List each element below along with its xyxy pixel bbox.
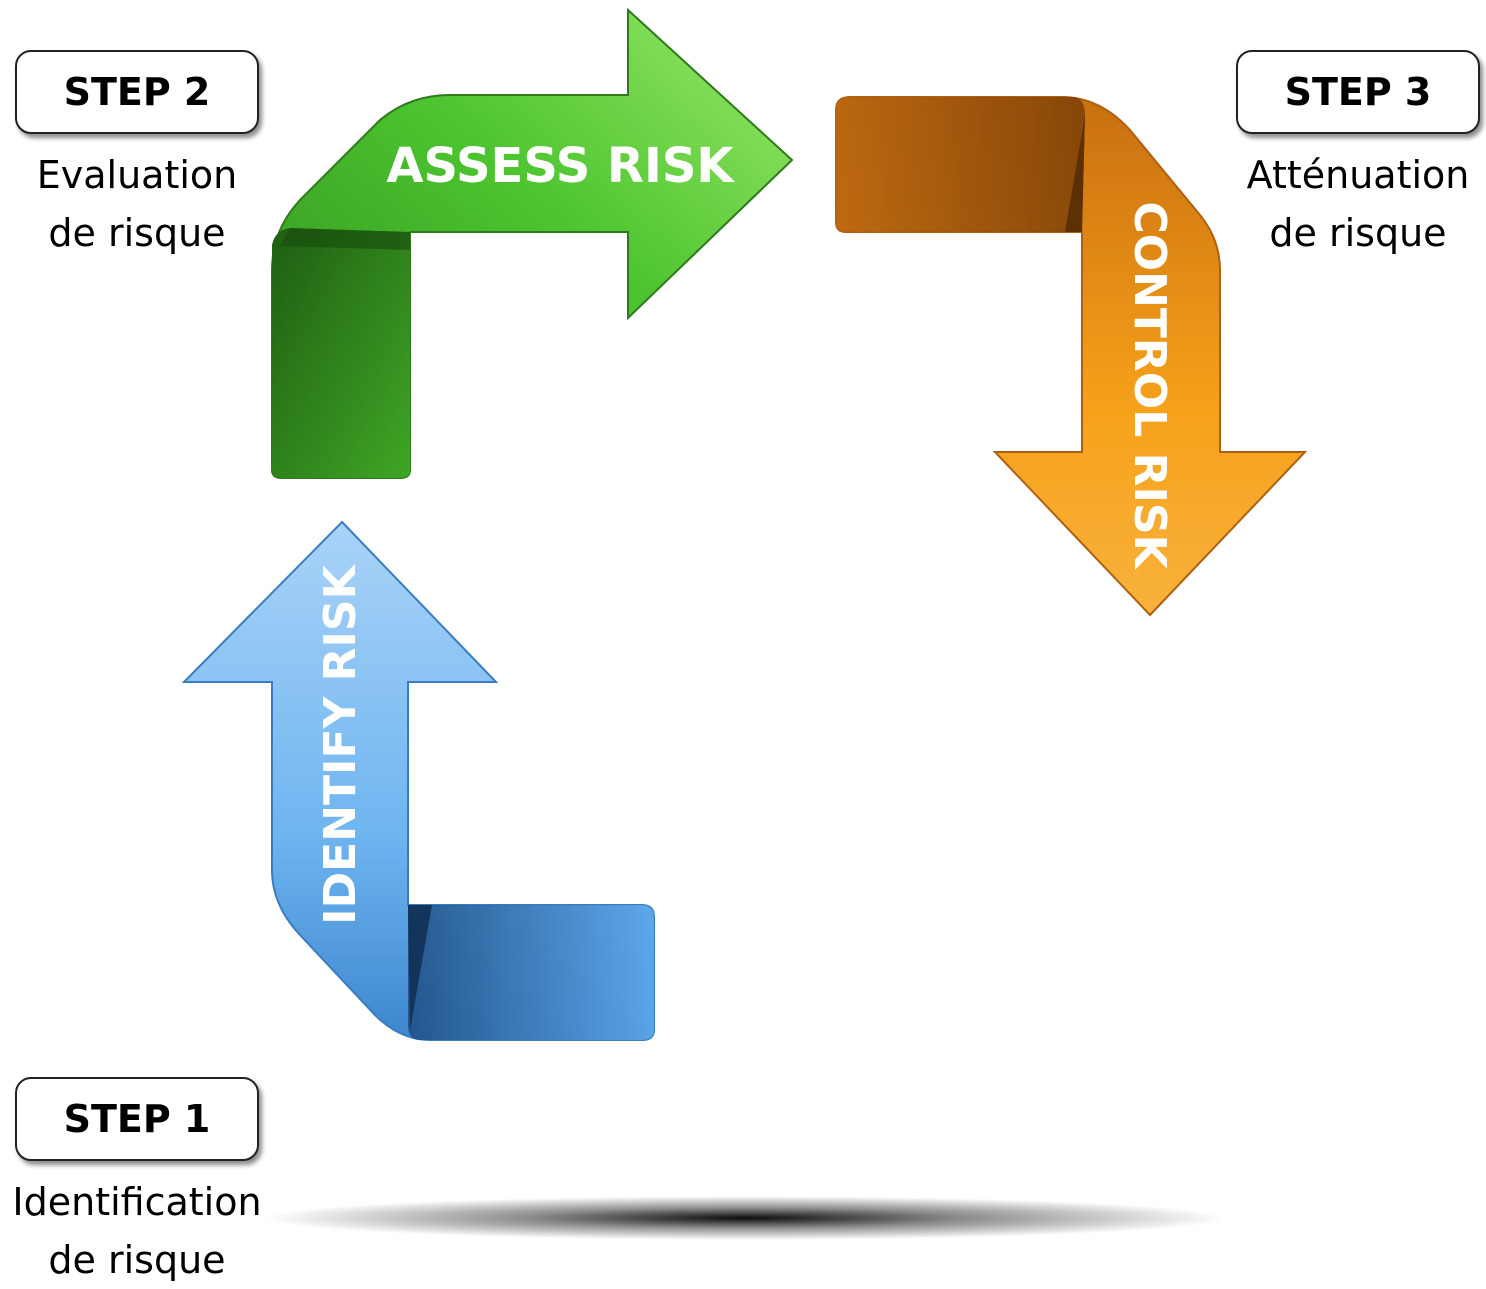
- control-risk-arrow: CONTROL RISK: [835, 96, 1308, 617]
- step-1-description: Identification de risque: [0, 1173, 274, 1289]
- step-3-box: STEP 3: [1236, 50, 1480, 134]
- step-2-desc-line1: Evaluation: [36, 153, 238, 197]
- control-risk-label: CONTROL RISK: [1124, 201, 1175, 570]
- step-2-box: STEP 2: [15, 50, 259, 134]
- step-1-box: STEP 1: [15, 1077, 259, 1161]
- step-3-desc-line2: de risque: [1269, 211, 1447, 255]
- floor-shadow: [265, 1196, 1225, 1240]
- step-3-description: Atténuation de risque: [1236, 146, 1480, 262]
- step-2-description: Evaluation de risque: [15, 146, 259, 262]
- step-1-label: STEP 1: [63, 1097, 211, 1141]
- identify-risk-arrow: IDENTIFY RISK: [181, 520, 655, 1041]
- assess-risk-label: ASSESS RISK: [386, 138, 735, 194]
- identify-risk-label: IDENTIFY RISK: [315, 563, 366, 924]
- step-1-desc-line1: Identification: [12, 1180, 262, 1224]
- assess-risk-arrow: ASSESS RISK: [271, 7, 794, 479]
- step-3-label: STEP 3: [1284, 70, 1432, 114]
- step-1-desc-line2: de risque: [48, 1238, 226, 1282]
- step-2-desc-line2: de risque: [48, 211, 226, 255]
- step-2-label: STEP 2: [63, 70, 211, 114]
- step-3-desc-line1: Atténuation: [1246, 153, 1470, 197]
